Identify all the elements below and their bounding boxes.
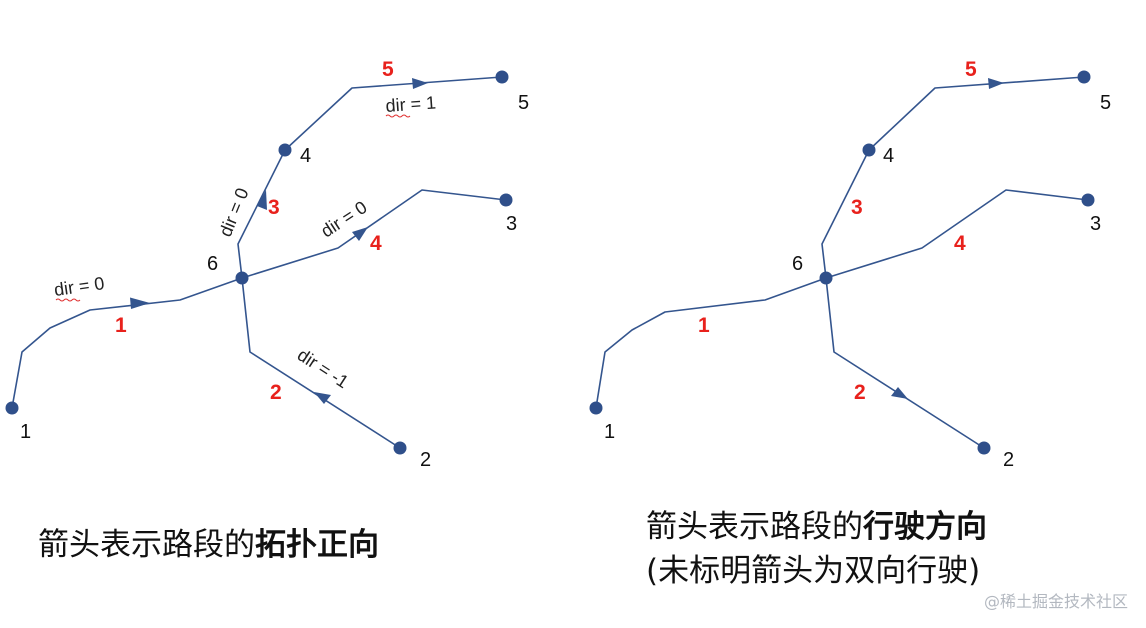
left-dir-label-5: dir = 1 xyxy=(385,93,437,116)
left-segment-1-arrow xyxy=(130,297,150,309)
right-node-label-4: 4 xyxy=(883,145,894,167)
right-node-4 xyxy=(862,143,876,157)
right-segment-1-line xyxy=(595,277,827,409)
right-segment-label-3: 3 xyxy=(851,196,863,219)
left-segment-label-1: 1 xyxy=(115,314,127,337)
left-node-label-4: 4 xyxy=(300,145,311,167)
left-node-1 xyxy=(5,401,19,415)
left-node-5 xyxy=(495,70,509,84)
left-node-label-1: 1 xyxy=(20,421,31,443)
right-caption-line-2: (未标明箭头为双向行驶) xyxy=(646,553,981,589)
right-segment-4-line xyxy=(825,189,1089,279)
left-segment-label-3: 3 xyxy=(268,196,280,219)
left-caption-bold: 拓扑正向 xyxy=(255,527,379,563)
left-segment-5-arrow xyxy=(412,78,428,89)
left-segment-3-arrow xyxy=(257,190,267,210)
right-segment-2-arrow xyxy=(891,387,908,399)
left-node-label-3: 3 xyxy=(506,213,517,235)
left-segment-label-5: 5 xyxy=(382,58,394,81)
right-segment-label-2: 2 xyxy=(854,381,866,404)
right-node-6 xyxy=(819,271,833,285)
left-segment-2-arrow xyxy=(314,392,331,404)
left-node-2 xyxy=(393,441,407,455)
right-segment-5-line xyxy=(868,76,1085,151)
left-node-6 xyxy=(235,271,249,285)
right-node-1 xyxy=(589,401,603,415)
left-segment-3-line xyxy=(237,149,286,279)
right-segment-label-4: 4 xyxy=(954,232,966,255)
left-caption-normal: 箭头表示路段的 xyxy=(38,527,255,563)
right-node-2 xyxy=(977,441,991,455)
left-segment-5-line xyxy=(284,76,503,151)
left-node-3 xyxy=(499,193,513,207)
left-segment-4-arrow xyxy=(352,227,368,241)
right-segment-label-1: 1 xyxy=(698,314,710,337)
left-dir-label-3: dir = 0 xyxy=(215,185,252,239)
right-node-label-3: 3 xyxy=(1090,213,1101,235)
left-segment-2-line xyxy=(241,277,401,449)
right-node-label-5: 5 xyxy=(1100,92,1111,114)
left-segment-label-2: 2 xyxy=(270,381,282,404)
left-dir-label-1: dir = 0 xyxy=(53,273,106,300)
left-node-label-2: 2 xyxy=(420,449,431,471)
right-node-label-2: 2 xyxy=(1003,449,1014,471)
left-spellcheck-underline-5 xyxy=(385,114,411,118)
left-spellcheck-underline-1 xyxy=(55,298,81,302)
left-segment-4-line xyxy=(241,189,507,279)
right-segment-5-arrow xyxy=(988,78,1004,89)
left-caption: 箭头表示路段的拓扑正向 xyxy=(38,524,379,566)
left-segment-label-4: 4 xyxy=(370,232,382,255)
right-panel: 1 2 3 4 5 6 1 2 3 4 5 xyxy=(589,58,1111,471)
right-caption-line-1: 箭头表示路段的行驶方向 xyxy=(646,506,987,548)
left-panel: 1 2 3 4 5 6 1 2 3 4 5 dir = 0 dir = -1 d… xyxy=(5,58,529,471)
right-node-3 xyxy=(1081,193,1095,207)
left-segment-1-line xyxy=(11,277,243,409)
right-segment-2-line xyxy=(825,277,985,449)
right-segment-label-5: 5 xyxy=(965,58,977,81)
right-caption-bold: 行驶方向 xyxy=(863,509,987,545)
left-node-label-5: 5 xyxy=(518,92,529,114)
right-segment-3-line xyxy=(821,149,870,279)
left-node-label-6: 6 xyxy=(207,253,218,275)
right-node-5 xyxy=(1077,70,1091,84)
left-node-4 xyxy=(278,143,292,157)
right-node-label-1: 1 xyxy=(604,421,615,443)
right-node-label-6: 6 xyxy=(792,253,803,275)
watermark: @稀土掘金技术社区 xyxy=(983,592,1128,611)
right-caption-normal: 箭头表示路段的 xyxy=(646,509,863,545)
